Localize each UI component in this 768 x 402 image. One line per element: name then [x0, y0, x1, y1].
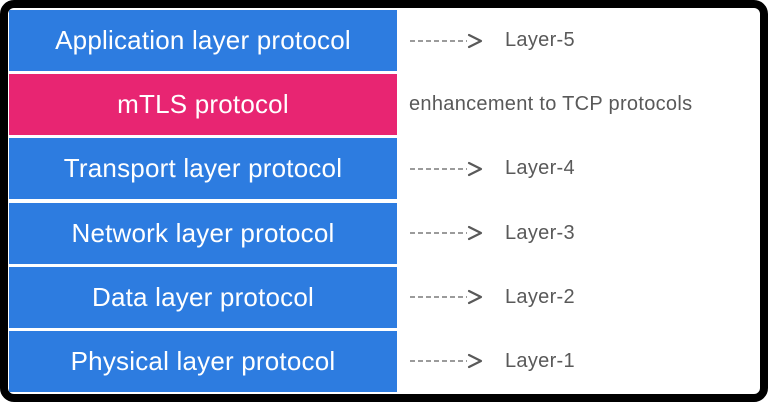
layer-row-application: Application layer protocol Layer-5 [9, 10, 760, 71]
layer-4-label: Layer-4 [505, 157, 575, 180]
layer-3-label: Layer-3 [505, 221, 575, 244]
mtls-protocol-box-label: mTLS protocol [117, 89, 289, 120]
mtls-enhancement-label: enhancement to TCP protocols [409, 93, 693, 116]
dashed-arrow-icon [410, 290, 483, 305]
physical-layer-annotation: Layer-1 [409, 331, 575, 392]
layer-row-network: Network layer protocol Layer-3 [9, 202, 760, 264]
layer-5-label: Layer-5 [505, 29, 575, 51]
layer-row-data: Data layer protocol Layer-2 [9, 266, 760, 328]
mtls-annotation: enhancement to TCP protocols [409, 74, 692, 135]
network-layer-box: Network layer protocol [9, 202, 397, 264]
application-layer-box-label: Application layer protocol [55, 25, 351, 55]
transport-layer-box-label: Transport layer protocol [63, 153, 343, 184]
dashed-arrow-icon [410, 33, 483, 48]
physical-layer-box-label: Physical layer protocol [70, 345, 336, 376]
data-layer-annotation: Layer-2 [409, 267, 575, 328]
layer-row-physical: Physical layer protocol Layer-1 [9, 330, 760, 392]
physical-layer-box: Physical layer protocol [9, 330, 397, 392]
data-layer-box-label: Data layer protocol [91, 281, 315, 312]
layer-1-label: Layer-1 [505, 349, 575, 372]
application-layer-annotation: Layer-5 [409, 10, 575, 71]
layer-2-label: Layer-2 [505, 285, 575, 308]
dashed-arrow-icon [410, 354, 483, 369]
transport-layer-annotation: Layer-4 [409, 138, 575, 199]
data-layer-box: Data layer protocol [9, 266, 397, 328]
transport-layer-box: Transport layer protocol [9, 138, 397, 200]
layer-row-transport: Transport layer protocol Layer-4 [9, 138, 760, 200]
layer-row-mtls: mTLS protocol enhancement to TCP protoco… [9, 74, 760, 136]
application-layer-box: Application layer protocol [9, 10, 397, 71]
protocol-stack-diagram: Application layer protocol Layer-5 mTLS … [8, 8, 760, 394]
network-layer-annotation: Layer-3 [409, 203, 575, 264]
dashed-arrow-icon [410, 161, 483, 176]
network-layer-box-label: Network layer protocol [71, 217, 335, 248]
dashed-arrow-icon [410, 225, 483, 241]
mtls-protocol-box: mTLS protocol [9, 74, 397, 136]
